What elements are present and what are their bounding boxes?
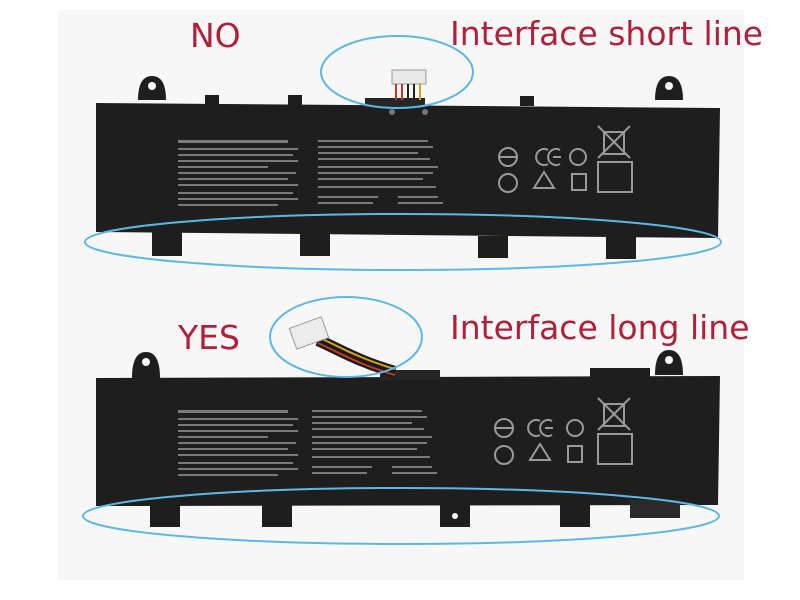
screw-point [422,109,428,115]
mount-hole [142,358,150,366]
battery-top [84,35,722,271]
bottom-clip [300,234,330,256]
printed-label-text [178,140,443,206]
mount-hole [205,241,211,247]
battery-bottom [82,296,720,545]
recycle-bin-icon [597,125,633,193]
connector-highlight-ellipse [269,296,423,378]
connector-short [391,69,427,100]
battery-body [96,103,720,238]
caption-short-line: Interface short line [450,14,764,53]
bottom-edge-highlight-ellipse [82,487,720,545]
edge-notch [520,96,534,106]
caption-long-line: Interface long line [450,308,750,347]
mount-hole [452,513,458,519]
edge-notch [205,95,219,105]
compliance-marks [494,418,584,465]
edge-notch [590,368,650,378]
printed-label-text [178,410,437,476]
connector-highlight-ellipse [320,35,474,109]
connector-long [288,316,397,378]
edge-notch [288,95,302,105]
bottom-edge-highlight-ellipse [84,213,722,271]
connector-housing [380,370,440,380]
verdict-no-label: NO [190,16,241,55]
bottom-clip [152,232,182,256]
connector-housing [365,98,425,108]
bottom-clip [606,237,636,259]
compliance-marks [498,147,587,193]
mount-hole [665,356,673,364]
mount-hole [665,82,673,90]
verdict-yes-label: YES [178,318,240,357]
side-connector [630,500,680,518]
bottom-clip [560,505,590,527]
screw-point [389,109,395,115]
bottom-clip [150,505,180,527]
mount-hole [148,82,156,90]
bottom-clip [478,236,508,258]
battery-body [96,376,720,506]
bottom-clip [262,505,292,527]
recycle-bin-icon [597,397,633,465]
